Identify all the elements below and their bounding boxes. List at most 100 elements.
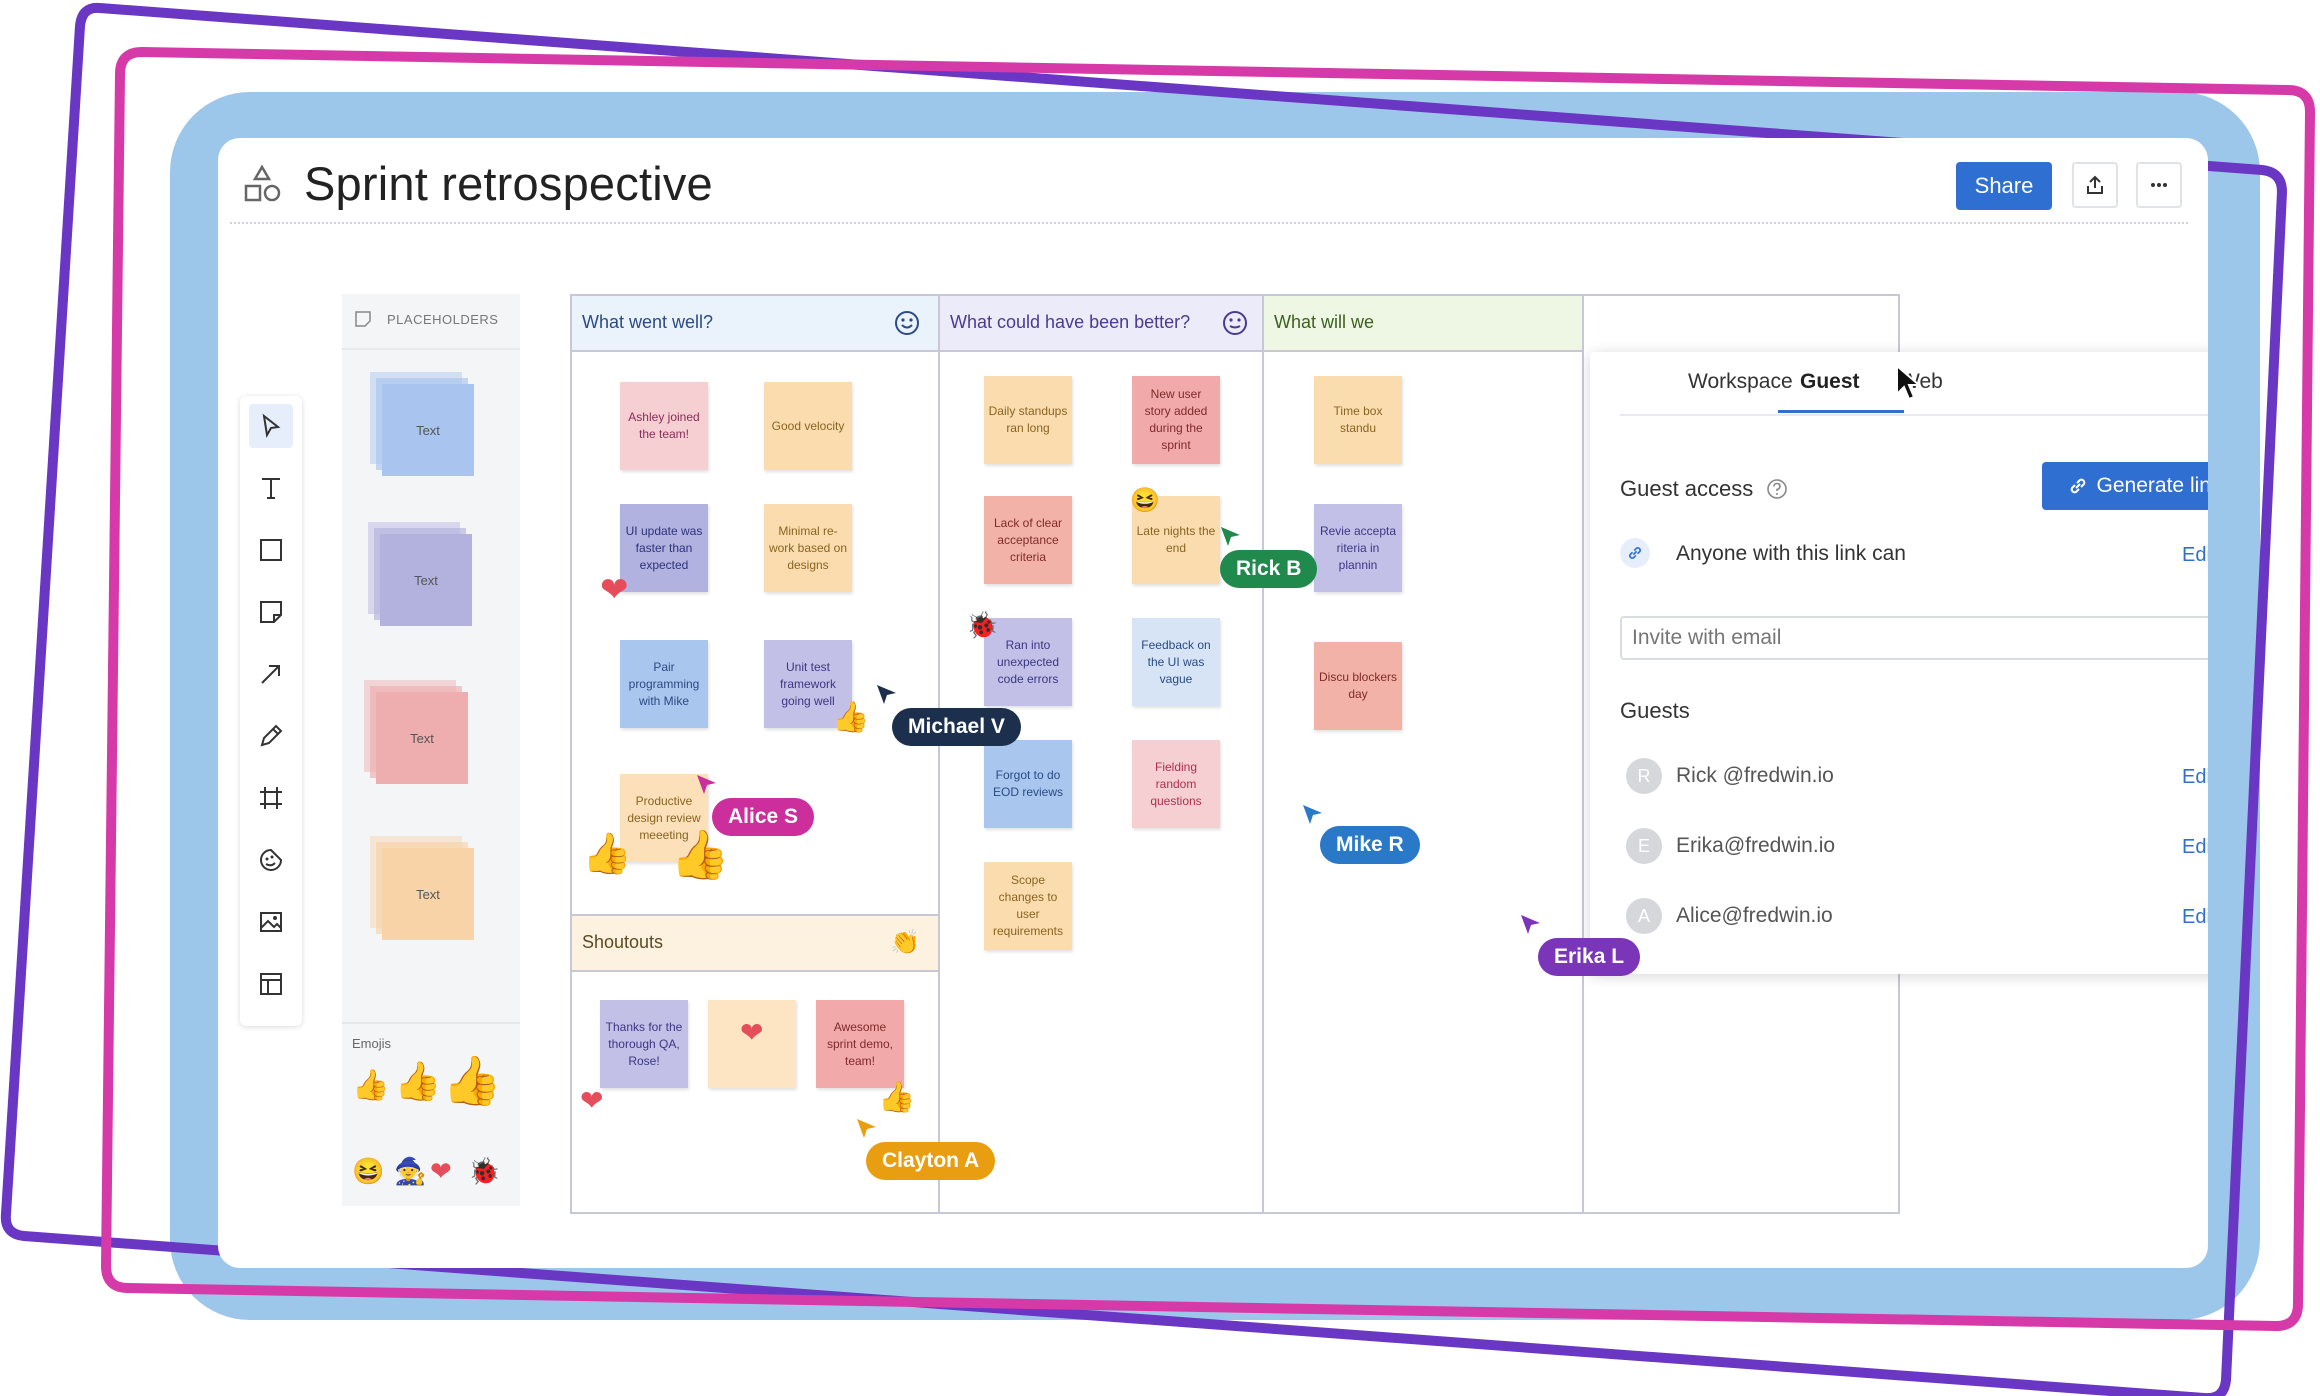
- template-tool[interactable]: [249, 962, 293, 1006]
- frame-icon: [260, 787, 282, 809]
- thumbs-up-icon: 👍: [878, 1081, 916, 1114]
- shape-tool[interactable]: [249, 528, 293, 572]
- generate-link-button[interactable]: Generate link: [2042, 462, 2208, 510]
- shapes-icon: [244, 164, 281, 202]
- sticky-note[interactable]: Discu blockers day: [1314, 642, 1402, 730]
- sticky-note[interactable]: Good velocity: [764, 382, 852, 470]
- cursor-arrow-icon: [1221, 527, 1240, 546]
- sticky-note[interactable]: Late nights the end: [1132, 496, 1220, 584]
- guest-permission-dropdown[interactable]: Edit ⌄: [2182, 764, 2208, 789]
- laughing-face-icon[interactable]: 😆: [352, 1156, 385, 1186]
- more-options-button[interactable]: [2136, 162, 2182, 208]
- sticky-note-icon: [260, 601, 282, 623]
- collaborator-cursor-michael: Michael V: [892, 708, 1021, 746]
- placeholder-card[interactable]: Text: [382, 384, 474, 476]
- help-icon[interactable]: [1766, 478, 1788, 500]
- guest-email: Erika@fredwin.io: [1676, 834, 1836, 857]
- placeholder-card[interactable]: Text: [376, 692, 468, 784]
- sticky-note[interactable]: Ran into unexpected code errors: [984, 618, 1072, 706]
- image-tool[interactable]: [249, 900, 293, 944]
- export-button[interactable]: [2072, 162, 2118, 208]
- edit-label: Edit: [2182, 544, 2208, 566]
- collaborator-cursor-alice: Alice S: [712, 798, 815, 836]
- sticky-note[interactable]: Forgot to do EOD reviews: [984, 740, 1072, 828]
- thumbs-up-icon: 👍: [670, 829, 730, 882]
- sticky-note[interactable]: Unit test framework going well: [764, 640, 852, 728]
- shoutouts-section: Shoutouts 👏 Thanks for the thorough QA, …: [570, 914, 940, 1214]
- guest-email: Rick @fredwin.io: [1676, 764, 1834, 787]
- sticky-note[interactable]: Scope changes to user requirements: [984, 862, 1072, 950]
- cursor-arrow-icon: [857, 1119, 876, 1138]
- invite-email-input[interactable]: [1620, 616, 2208, 660]
- cursor-arrow-icon: [697, 775, 716, 794]
- text-icon: [262, 478, 280, 499]
- sticky-note[interactable]: Fielding random questions: [1132, 740, 1220, 828]
- column-title: What could have been better?: [950, 312, 1191, 332]
- sticky-note[interactable]: Thanks for the thorough QA, Rose!: [600, 1000, 688, 1088]
- text-tool[interactable]: [249, 466, 293, 510]
- link-icon: [2070, 478, 2085, 494]
- tab-workspace[interactable]: Workspace: [1688, 370, 1793, 393]
- cursor-arrow-icon: [1303, 805, 1322, 824]
- sticky-note[interactable]: Pair programming with Mike: [620, 640, 708, 728]
- placeholders-title: PLACEHOLDERS: [387, 312, 499, 327]
- heart-icon: ❤: [600, 571, 629, 609]
- avatar: R: [1626, 758, 1662, 794]
- tool-bar: [240, 396, 302, 1026]
- placeholder-card[interactable]: Text: [380, 534, 472, 626]
- sticky-note[interactable]: [708, 1000, 796, 1088]
- pen-tool[interactable]: [249, 714, 293, 758]
- placeholders-panel: PLACEHOLDERS Text Text Text Text Emojis …: [342, 294, 520, 1206]
- sticky-note[interactable]: Feedback on the UI was vague: [1132, 618, 1220, 706]
- edit-label: Edit: [2182, 766, 2208, 788]
- retro-board: What went well? Ashley joined the team! …: [570, 294, 1900, 1216]
- page-title: Sprint retrospective: [304, 157, 713, 210]
- select-tool[interactable]: [249, 404, 293, 448]
- thumbs-up-icon: 👍: [832, 701, 870, 734]
- link-permission-dropdown[interactable]: Edit ⌄: [2182, 542, 2208, 567]
- sticky-note[interactable]: UI update was faster than expected: [620, 504, 708, 592]
- app-window: Sprint retrospective Share: [218, 138, 2208, 1268]
- sticky-note[interactable]: Daily standups ran long: [984, 376, 1072, 464]
- thumbs-up-large-icon[interactable]: 👍: [442, 1055, 502, 1108]
- shoutouts-title: Shoutouts: [582, 932, 664, 952]
- column-title: What will we: [1274, 312, 1375, 332]
- bug-icon[interactable]: 🐞: [468, 1156, 501, 1186]
- share-button[interactable]: Share: [1956, 162, 2052, 210]
- active-tab-indicator: [1778, 410, 1904, 413]
- column-header: What went well?: [572, 296, 938, 352]
- sticky-note[interactable]: Revie accepta riteria in plannin: [1314, 504, 1402, 592]
- sticky-note[interactable]: Minimal re-work based on designs: [764, 504, 852, 592]
- sticky-note[interactable]: New user story added during the sprint: [1132, 376, 1220, 464]
- cursor-arrow-icon: [1521, 915, 1540, 934]
- tab-guest[interactable]: Guest: [1800, 370, 1860, 393]
- emojis-label: Emojis: [352, 1036, 392, 1051]
- wizard-hat-icon[interactable]: 🧙: [394, 1156, 427, 1186]
- sticky-note[interactable]: Ashley joined the team!: [620, 382, 708, 470]
- neutral-face-icon: [1223, 311, 1247, 335]
- sticky-note[interactable]: Productive design review meeeting: [620, 774, 708, 862]
- cursor-arrow-icon: [877, 685, 896, 704]
- sticker-tool[interactable]: [249, 838, 293, 882]
- sticky-note[interactable]: Lack of clear acceptance criteria: [984, 496, 1072, 584]
- guest-permission-dropdown[interactable]: Edit ⌄: [2182, 904, 2208, 929]
- bug-icon: 🐞: [966, 610, 999, 640]
- heart-icon[interactable]: ❤: [430, 1156, 452, 1186]
- sticker-icon: [260, 848, 283, 871]
- frame-tool[interactable]: [249, 776, 293, 820]
- pencil-icon: [260, 724, 283, 747]
- upload-icon: [2087, 175, 2103, 194]
- collaborator-cursor-clayton: Clayton A: [866, 1142, 996, 1180]
- column-will-we: What will we Time box standu Revie accep…: [1262, 294, 1584, 1214]
- sticky-note[interactable]: Time box standu: [1314, 376, 1402, 464]
- sticky-note[interactable]: Awesome sprint demo, team!: [816, 1000, 904, 1088]
- guest-permission-dropdown[interactable]: Edit ⌄: [2182, 834, 2208, 859]
- guest-email: Alice@fredwin.io: [1676, 904, 1833, 927]
- arrow-tool[interactable]: [249, 652, 293, 696]
- sticky-note-tool[interactable]: [249, 590, 293, 634]
- thumbs-up-medium-icon[interactable]: 👍: [394, 1061, 442, 1103]
- column-header: What will we: [1264, 296, 1582, 352]
- thumbs-up-small-icon[interactable]: 👍: [352, 1069, 390, 1102]
- layout-icon: [260, 973, 282, 995]
- placeholder-card[interactable]: Text: [382, 848, 474, 940]
